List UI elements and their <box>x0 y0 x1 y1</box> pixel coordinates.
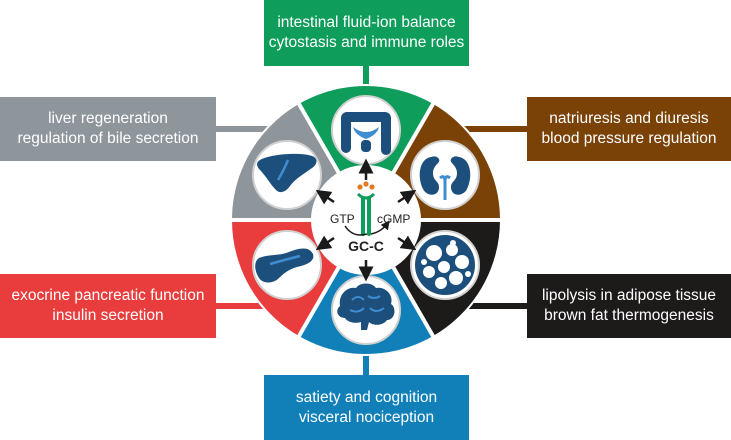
box-brain: satiety and cognition visceral nocicepti… <box>264 375 469 440</box>
cgmp-label: cGMP <box>377 212 410 226</box>
gtp-label: GTP <box>330 212 355 226</box>
box-brain-line1: satiety and cognition <box>295 388 438 406</box>
box-liver-line1: liver regeneration <box>48 110 168 127</box>
box-brain-line2: visceral nociception <box>298 408 435 426</box>
kidney-icon <box>419 156 471 200</box>
liver-icon <box>257 153 317 193</box>
box-kidney-line2: blood pressure regulation <box>541 130 717 147</box>
gc-c-label: GC-C <box>348 238 384 254</box>
center-arrows <box>315 158 417 282</box>
box-intestinal-line1: intestinal fluid-ion balance <box>277 14 456 31</box>
box-pancreas-line1: exocrine pancreatic function <box>11 287 205 304</box>
pancreas-icon <box>255 248 314 283</box>
box-intestinal-line2: cytostasis and immune roles <box>268 34 465 51</box>
box-adipose-line2: brown fat thermogenesis <box>544 307 714 324</box>
intestine-icon <box>341 112 391 155</box>
box-adipose: lipolysis in adipose tissue brown fat th… <box>527 274 731 338</box>
brain-icon <box>337 283 395 330</box>
box-kidney-line1: natriuresis and diuresis <box>549 110 709 127</box>
gc-c-receptor-icon <box>344 181 390 236</box>
box-liver-line2: regulation of bile secretion <box>17 130 199 147</box>
adipose-icon <box>415 235 475 295</box>
box-pancreas-line2: insulin secretion <box>52 307 164 324</box>
box-pancreas: exocrine pancreatic function insulin sec… <box>0 274 216 338</box>
box-adipose-line1: lipolysis in adipose tissue <box>541 287 717 304</box>
box-intestinal: intestinal fluid-ion balance cytostasis … <box>264 0 469 66</box>
box-kidney: natriuresis and diuresis blood pressure … <box>527 97 731 161</box>
box-liver: liver regeneration regulation of bile se… <box>0 97 216 161</box>
center-circle <box>311 165 421 275</box>
